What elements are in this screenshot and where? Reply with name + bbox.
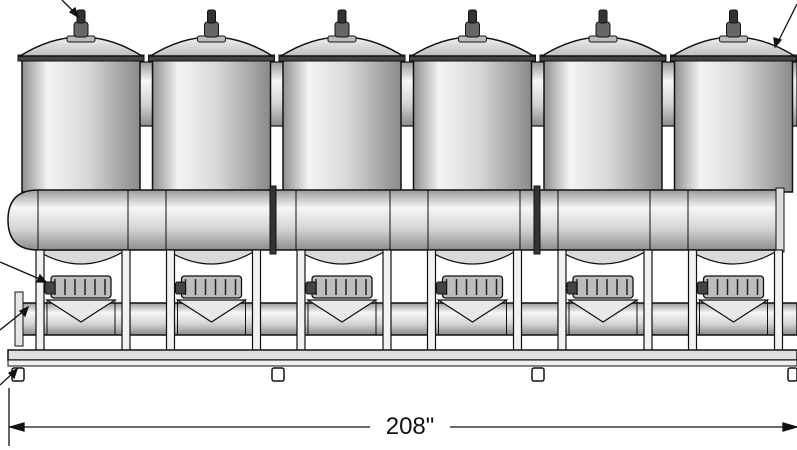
tank-body xyxy=(282,57,402,193)
support-leg xyxy=(426,249,437,353)
valve-assembly xyxy=(426,249,523,353)
tank-body xyxy=(543,57,663,193)
support-leg xyxy=(687,249,698,353)
valve-housing xyxy=(572,275,634,299)
vent-body xyxy=(465,21,480,38)
filter-tank xyxy=(147,9,276,265)
valve-actuator xyxy=(175,281,186,295)
valve-assembly xyxy=(35,249,131,353)
lower-pipe xyxy=(14,291,797,347)
outlet-tee xyxy=(175,299,248,323)
vent-tip xyxy=(207,9,216,24)
tank-bottom xyxy=(33,249,129,265)
tank-bottom xyxy=(555,249,651,265)
valve-actuator xyxy=(44,281,56,295)
tank-body xyxy=(673,57,794,193)
leader-arrows xyxy=(0,0,797,386)
valve-assembly xyxy=(165,249,262,353)
valve-actuator xyxy=(436,281,447,295)
filter-tank xyxy=(408,9,537,265)
filter-tank xyxy=(17,9,145,265)
tank-bottom xyxy=(425,249,520,265)
vent-tip xyxy=(729,9,738,24)
support-leg xyxy=(382,249,392,353)
skid-base xyxy=(7,349,797,382)
filter-tank xyxy=(278,9,406,265)
vent-body xyxy=(334,21,350,38)
valve-assembly xyxy=(557,249,653,353)
valve-assembly xyxy=(296,249,392,353)
dimension-label: 208" xyxy=(370,410,450,444)
support-leg xyxy=(121,249,131,353)
tank-body xyxy=(151,57,272,193)
valve-housing xyxy=(702,275,765,299)
valve-group xyxy=(35,249,784,353)
vent-body xyxy=(204,21,219,38)
header-pipe xyxy=(7,185,785,255)
outlet-tee xyxy=(305,299,379,323)
vent-tip xyxy=(598,9,608,24)
valve-actuator xyxy=(305,281,317,295)
valve-actuator xyxy=(566,281,578,295)
vent-tip xyxy=(337,9,347,24)
outlet-tee xyxy=(44,299,118,323)
tank-body xyxy=(412,57,533,193)
support-leg xyxy=(35,249,45,353)
vent-body xyxy=(595,21,611,38)
filter-tank xyxy=(539,9,667,265)
tank-bottom xyxy=(686,249,781,265)
outlet-tee xyxy=(566,299,640,323)
valve-assembly xyxy=(687,249,784,353)
tank-body xyxy=(21,57,141,193)
valve-housing xyxy=(441,275,504,299)
support-leg xyxy=(165,249,176,353)
support-leg xyxy=(296,249,306,353)
valve-housing xyxy=(50,275,112,299)
outlet-tee xyxy=(436,299,509,323)
tank-bottom xyxy=(294,249,390,265)
support-leg xyxy=(773,249,784,353)
vent-body xyxy=(726,21,741,38)
tank-bottom xyxy=(164,249,259,265)
support-leg xyxy=(512,249,523,353)
valve-actuator xyxy=(697,281,708,295)
support-leg xyxy=(643,249,653,353)
outlet-tee xyxy=(697,299,770,323)
vent-tip xyxy=(468,9,477,24)
support-leg xyxy=(557,249,567,353)
valve-housing xyxy=(180,275,243,299)
vent-body xyxy=(73,21,89,38)
valve-housing xyxy=(311,275,373,299)
support-leg xyxy=(251,249,262,353)
tank-group xyxy=(17,9,797,265)
